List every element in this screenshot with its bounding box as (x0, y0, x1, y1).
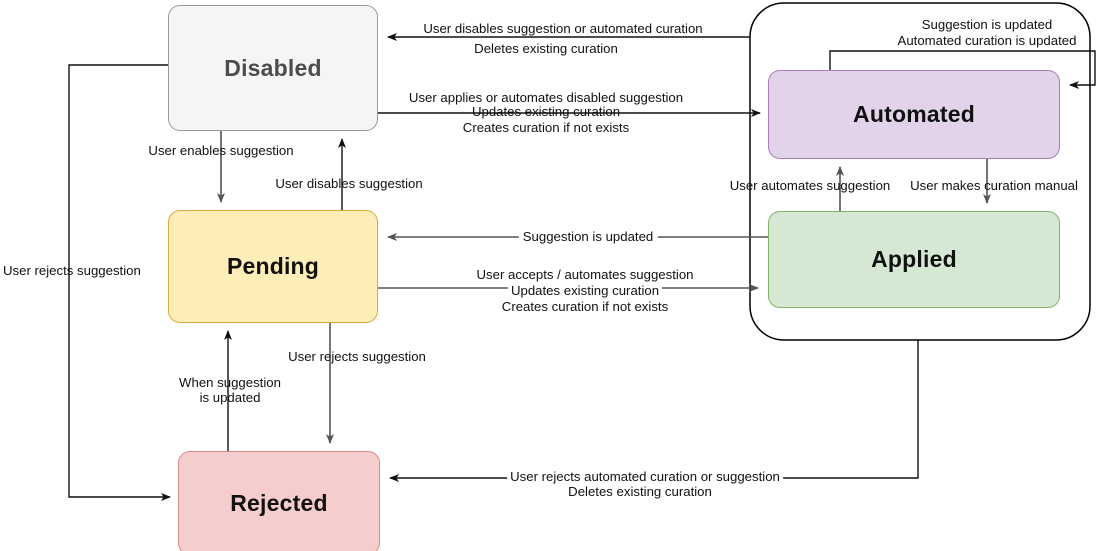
edge-label-pending-to-rejected: User rejects suggestion (288, 349, 426, 364)
edge-label-pending-to-applied-line3: Creates curation if not exists (498, 299, 672, 316)
edge-label-applied-to-automated: User automates suggestion (729, 178, 891, 193)
edge-label-disabled-to-automated-line2: Updates existing curation (471, 104, 621, 119)
state-node-automated[interactable]: Automated (768, 70, 1060, 159)
edge-label-automated-to-applied: User makes curation manual (910, 178, 1078, 193)
edge-label-group-to-rejected-line2: Deletes existing curation (568, 484, 712, 499)
edge-label-rejected-to-pending-line1: When suggestion (179, 375, 281, 390)
edge-label-automated-self-loop-line2: Automated curation is updated (897, 33, 1077, 48)
edge-disabled-to-rejected (68, 64, 171, 501)
edge-label-pending-to-disabled: User disables suggestion (275, 176, 423, 191)
edge-label-rejected-to-pending-line2: is updated (199, 390, 261, 405)
edge-label-group-to-rejected-line1: User rejects automated curation or sugge… (507, 469, 783, 486)
state-label-applied: Applied (871, 246, 957, 272)
edge-label-disabled-to-rejected: User rejects suggestion (3, 263, 141, 278)
edge-label-group-to-disabled-line2: Deletes existing curation (474, 41, 618, 56)
edge-group-to-rejected (389, 340, 919, 482)
edge-label-automated-self-loop-line1: Suggestion is updated (921, 17, 1053, 32)
edge-label-group-to-disabled-line1: User disables suggestion or automated cu… (423, 21, 703, 36)
state-label-pending: Pending (226, 253, 320, 279)
state-node-disabled[interactable]: Disabled (168, 5, 378, 131)
state-node-pending[interactable]: Pending (168, 210, 378, 323)
state-label-disabled: Disabled (224, 54, 322, 81)
state-node-rejected[interactable]: Rejected (178, 451, 380, 551)
edge-label-disabled-to-automated-line3: Creates curation if not exists (462, 120, 630, 135)
state-label-rejected: Rejected (230, 489, 328, 516)
edge-label-disabled-to-automated-line1: User applies or automates disabled sugge… (408, 90, 684, 105)
curation-group-boundary (749, 2, 1091, 341)
edge-label-disabled-to-pending: User enables suggestion (148, 143, 294, 158)
state-node-applied[interactable]: Applied (768, 211, 1060, 308)
edge-label-pending-to-applied-line1: User accepts / automates suggestion (473, 267, 697, 284)
state-label-automated: Automated (853, 101, 975, 127)
edge-automated-self-loop (829, 50, 1096, 89)
edge-label-applied-to-pending: Suggestion is updated (518, 229, 658, 246)
edge-label-pending-to-applied-line2: Updates existing curation (507, 283, 663, 300)
